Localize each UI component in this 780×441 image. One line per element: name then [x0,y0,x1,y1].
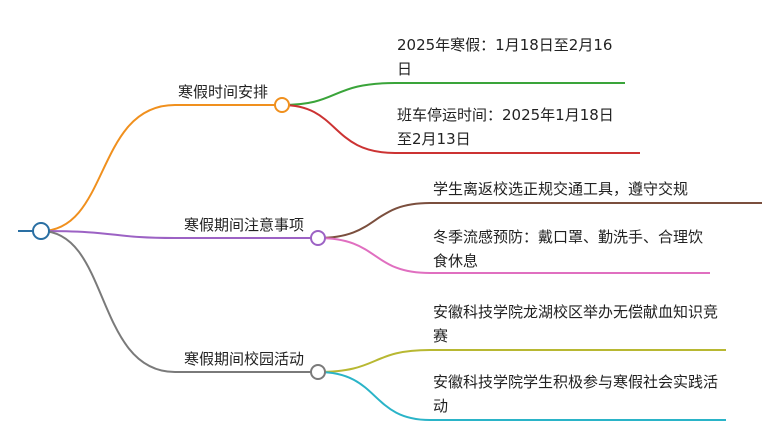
branch-1-toggle-node[interactable] [274,97,290,113]
branch-1-child-2-label[interactable]: 班车停运时间：2025年1月18日至2月13日 [397,106,614,148]
branch-1-child-1-connector [281,82,625,106]
root-to-branch-1-connector [40,104,282,232]
branch-3-label[interactable]: 寒假期间校园活动 [183,350,304,368]
branch-2-child-1-label[interactable]: 学生离返校选正规交通工具，遵守交规 [433,180,689,198]
branch-3-child-1-connector [317,349,726,373]
branch-2-toggle-node[interactable] [310,230,326,246]
branch-2-child-2-label[interactable]: 冬季流感预防：戴口罩、勤洗手、合理饮食休息 [433,228,704,270]
root-node[interactable] [32,222,50,240]
branch-3-child-2-connector [317,371,726,421]
branch-3-toggle-node[interactable] [310,364,326,380]
branch-2-child-2-connector [317,237,710,274]
root-to-branch-3-connector [40,230,318,373]
branch-2-label[interactable]: 寒假期间注意事项 [183,216,304,234]
root-to-branch-2-connector [40,230,318,239]
branch-1-label[interactable]: 寒假时间安排 [177,83,268,101]
branch-1-child-1-label[interactable]: 2025年寒假：1月18日至2月16日 [397,36,613,78]
branch-1-child-2-connector [281,104,640,154]
branch-3-child-2-label[interactable]: 安徽科技学院学生积极参与寒假社会实践活动 [433,373,719,415]
branch-3-child-1-label[interactable]: 安徽科技学院龙湖校区举办无偿献血知识竞赛 [433,303,719,345]
branch-2-child-1-connector [317,202,762,239]
